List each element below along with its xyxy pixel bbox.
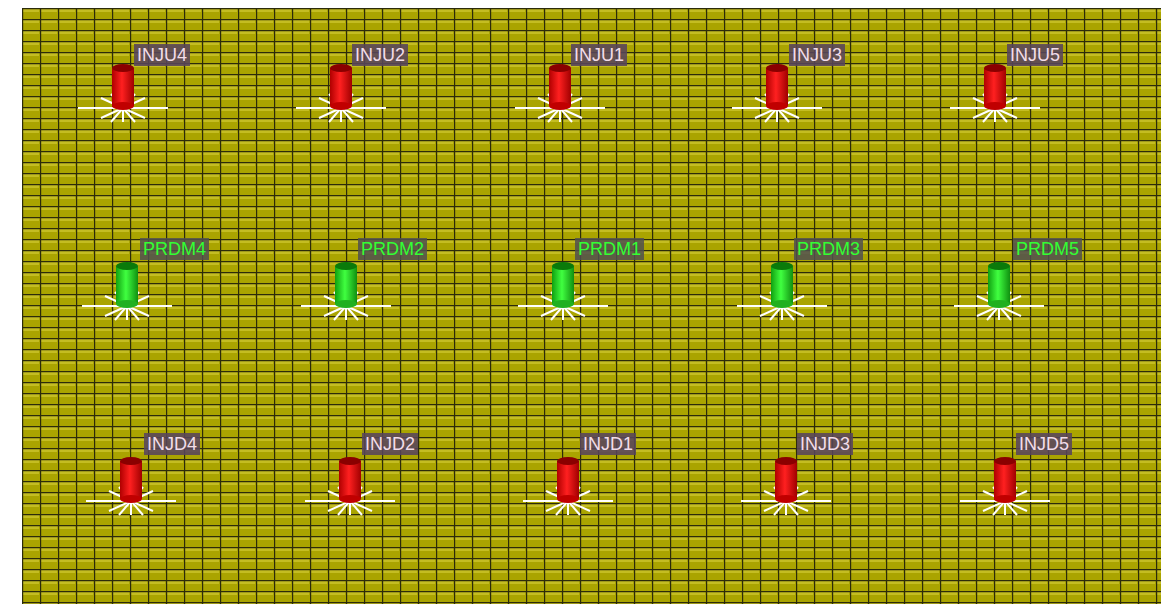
well-label: PRDM2 (358, 238, 427, 260)
well-label: INJU3 (789, 44, 845, 66)
well-label: INJD1 (580, 433, 636, 455)
well-label: PRDM1 (575, 238, 644, 260)
well-label: PRDM4 (140, 238, 209, 260)
well-label: INJD5 (1016, 433, 1072, 455)
producer-wells (82, 262, 1044, 320)
well-label: INJU4 (134, 44, 190, 66)
well-label: INJD3 (797, 433, 853, 455)
well-label: INJD2 (362, 433, 418, 455)
well-label: INJU5 (1007, 44, 1063, 66)
well-label: INJD4 (144, 433, 200, 455)
well-label: PRDM3 (794, 238, 863, 260)
injector-wells (78, 64, 1050, 515)
well-label: INJU2 (352, 44, 408, 66)
well-label: PRDM5 (1013, 238, 1082, 260)
well-label: INJU1 (571, 44, 627, 66)
